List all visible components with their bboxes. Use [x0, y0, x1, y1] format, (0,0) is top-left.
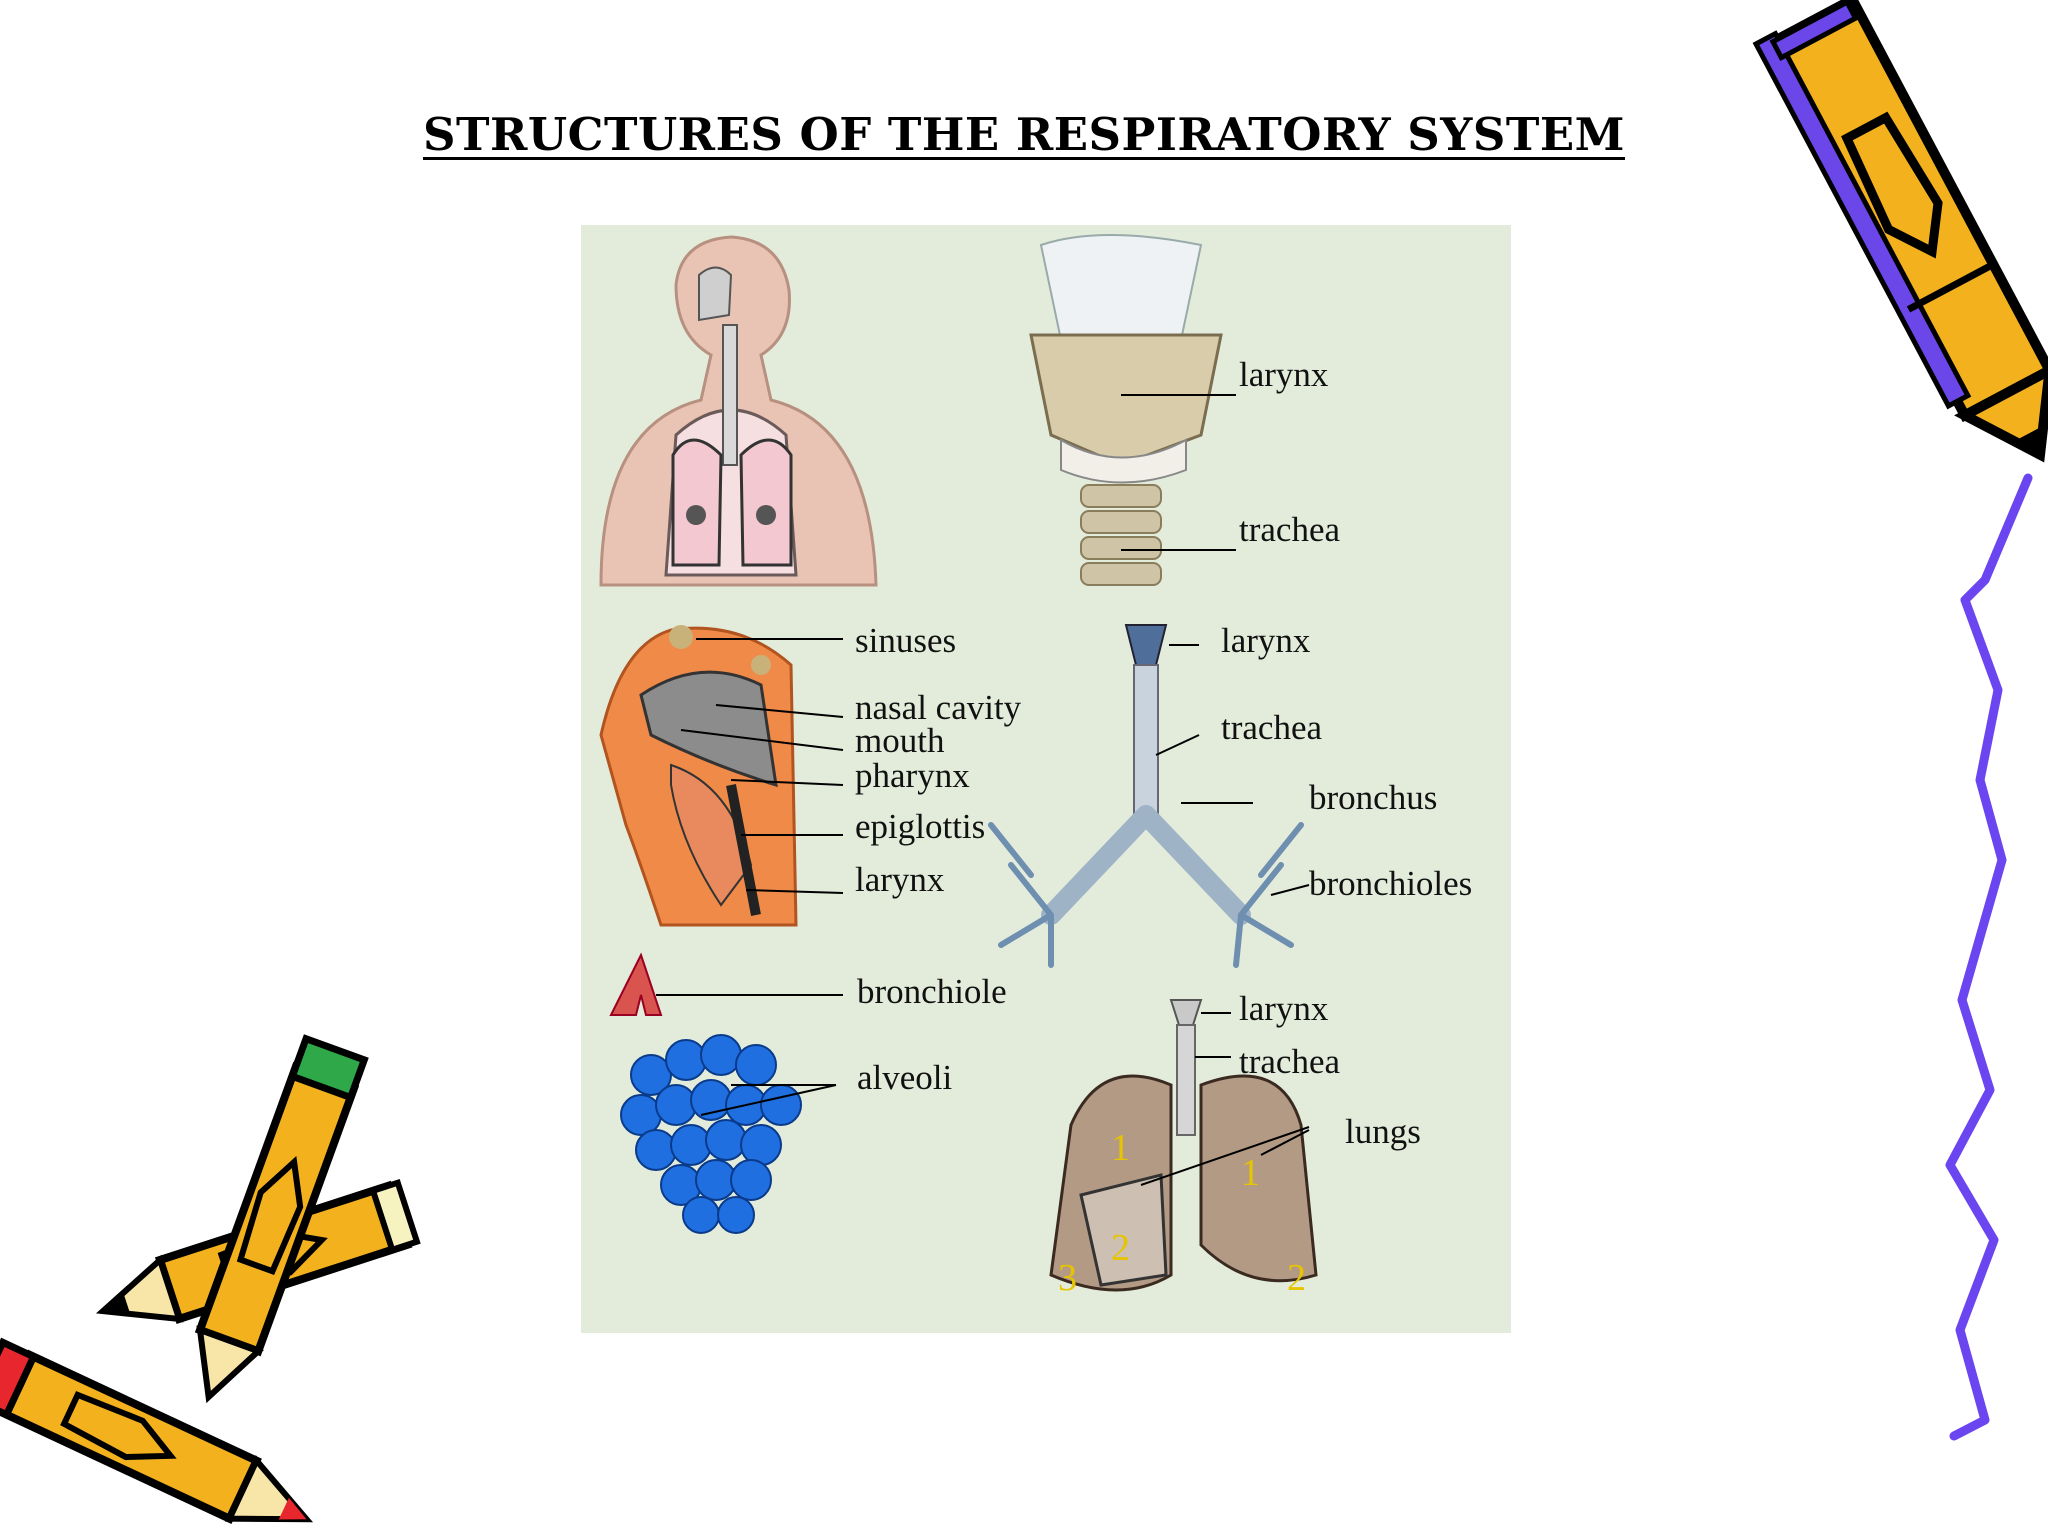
label-nasal-cavity: nasal cavity [855, 688, 1022, 727]
slide-title-text: STRUCTURES OF THE RESPIRATORY SYSTEM [423, 108, 1625, 161]
pencil-top-right-icon [1752, 0, 2048, 463]
lobe-number-left-upper: 1 [1241, 1152, 1260, 1194]
pencils-bottom-left-icon [0, 1034, 421, 1524]
label-larynx-top: larynx [1239, 355, 1329, 394]
label-larynx-lungs: larynx [1239, 989, 1329, 1028]
figure-labels: larynx trachea sinuses nasal cavity mout… [855, 355, 1472, 1151]
label-trachea-tree: trachea [1221, 708, 1322, 747]
label-trachea-lungs: trachea [1239, 1042, 1340, 1081]
panel-alveoli-cluster [609, 952, 843, 1234]
label-mouth: mouth [855, 721, 945, 760]
panel-airway-tree [988, 624, 1310, 968]
respiratory-figure: larynx trachea sinuses nasal cavity mout… [581, 225, 1511, 1333]
lobe-number-right-upper: 1 [1111, 1127, 1130, 1169]
lobe-numbers: 1 2 3 1 2 [1058, 1127, 1306, 1299]
label-epiglottis: epiglottis [855, 807, 985, 846]
panel-head-section [599, 625, 844, 927]
lobe-number-right-lower: 3 [1058, 1257, 1077, 1299]
panel-body-overview [599, 235, 878, 587]
label-larynx-tree: larynx [1221, 621, 1311, 660]
label-larynx-head: larynx [855, 860, 945, 899]
slide-title: STRUCTURES OF THE RESPIRATORY SYSTEM [0, 108, 2048, 161]
label-pharynx: pharynx [855, 756, 970, 795]
panel-larynx-closeup [1029, 234, 1236, 586]
label-lungs: lungs [1345, 1112, 1421, 1151]
lobe-number-right-middle: 2 [1111, 1227, 1130, 1269]
alveoli-balls [620, 1034, 802, 1234]
panel-lungs [1049, 999, 1318, 1292]
purple-squiggle-line [1945, 473, 2033, 1441]
label-bronchus: bronchus [1309, 778, 1437, 817]
label-bronchiole: bronchiole [857, 972, 1007, 1011]
label-sinuses: sinuses [855, 621, 956, 660]
label-bronchioles: bronchioles [1309, 864, 1472, 903]
label-trachea-top: trachea [1239, 510, 1340, 549]
lobe-number-left-lower: 2 [1287, 1257, 1306, 1299]
label-alveoli: alveoli [857, 1058, 953, 1097]
